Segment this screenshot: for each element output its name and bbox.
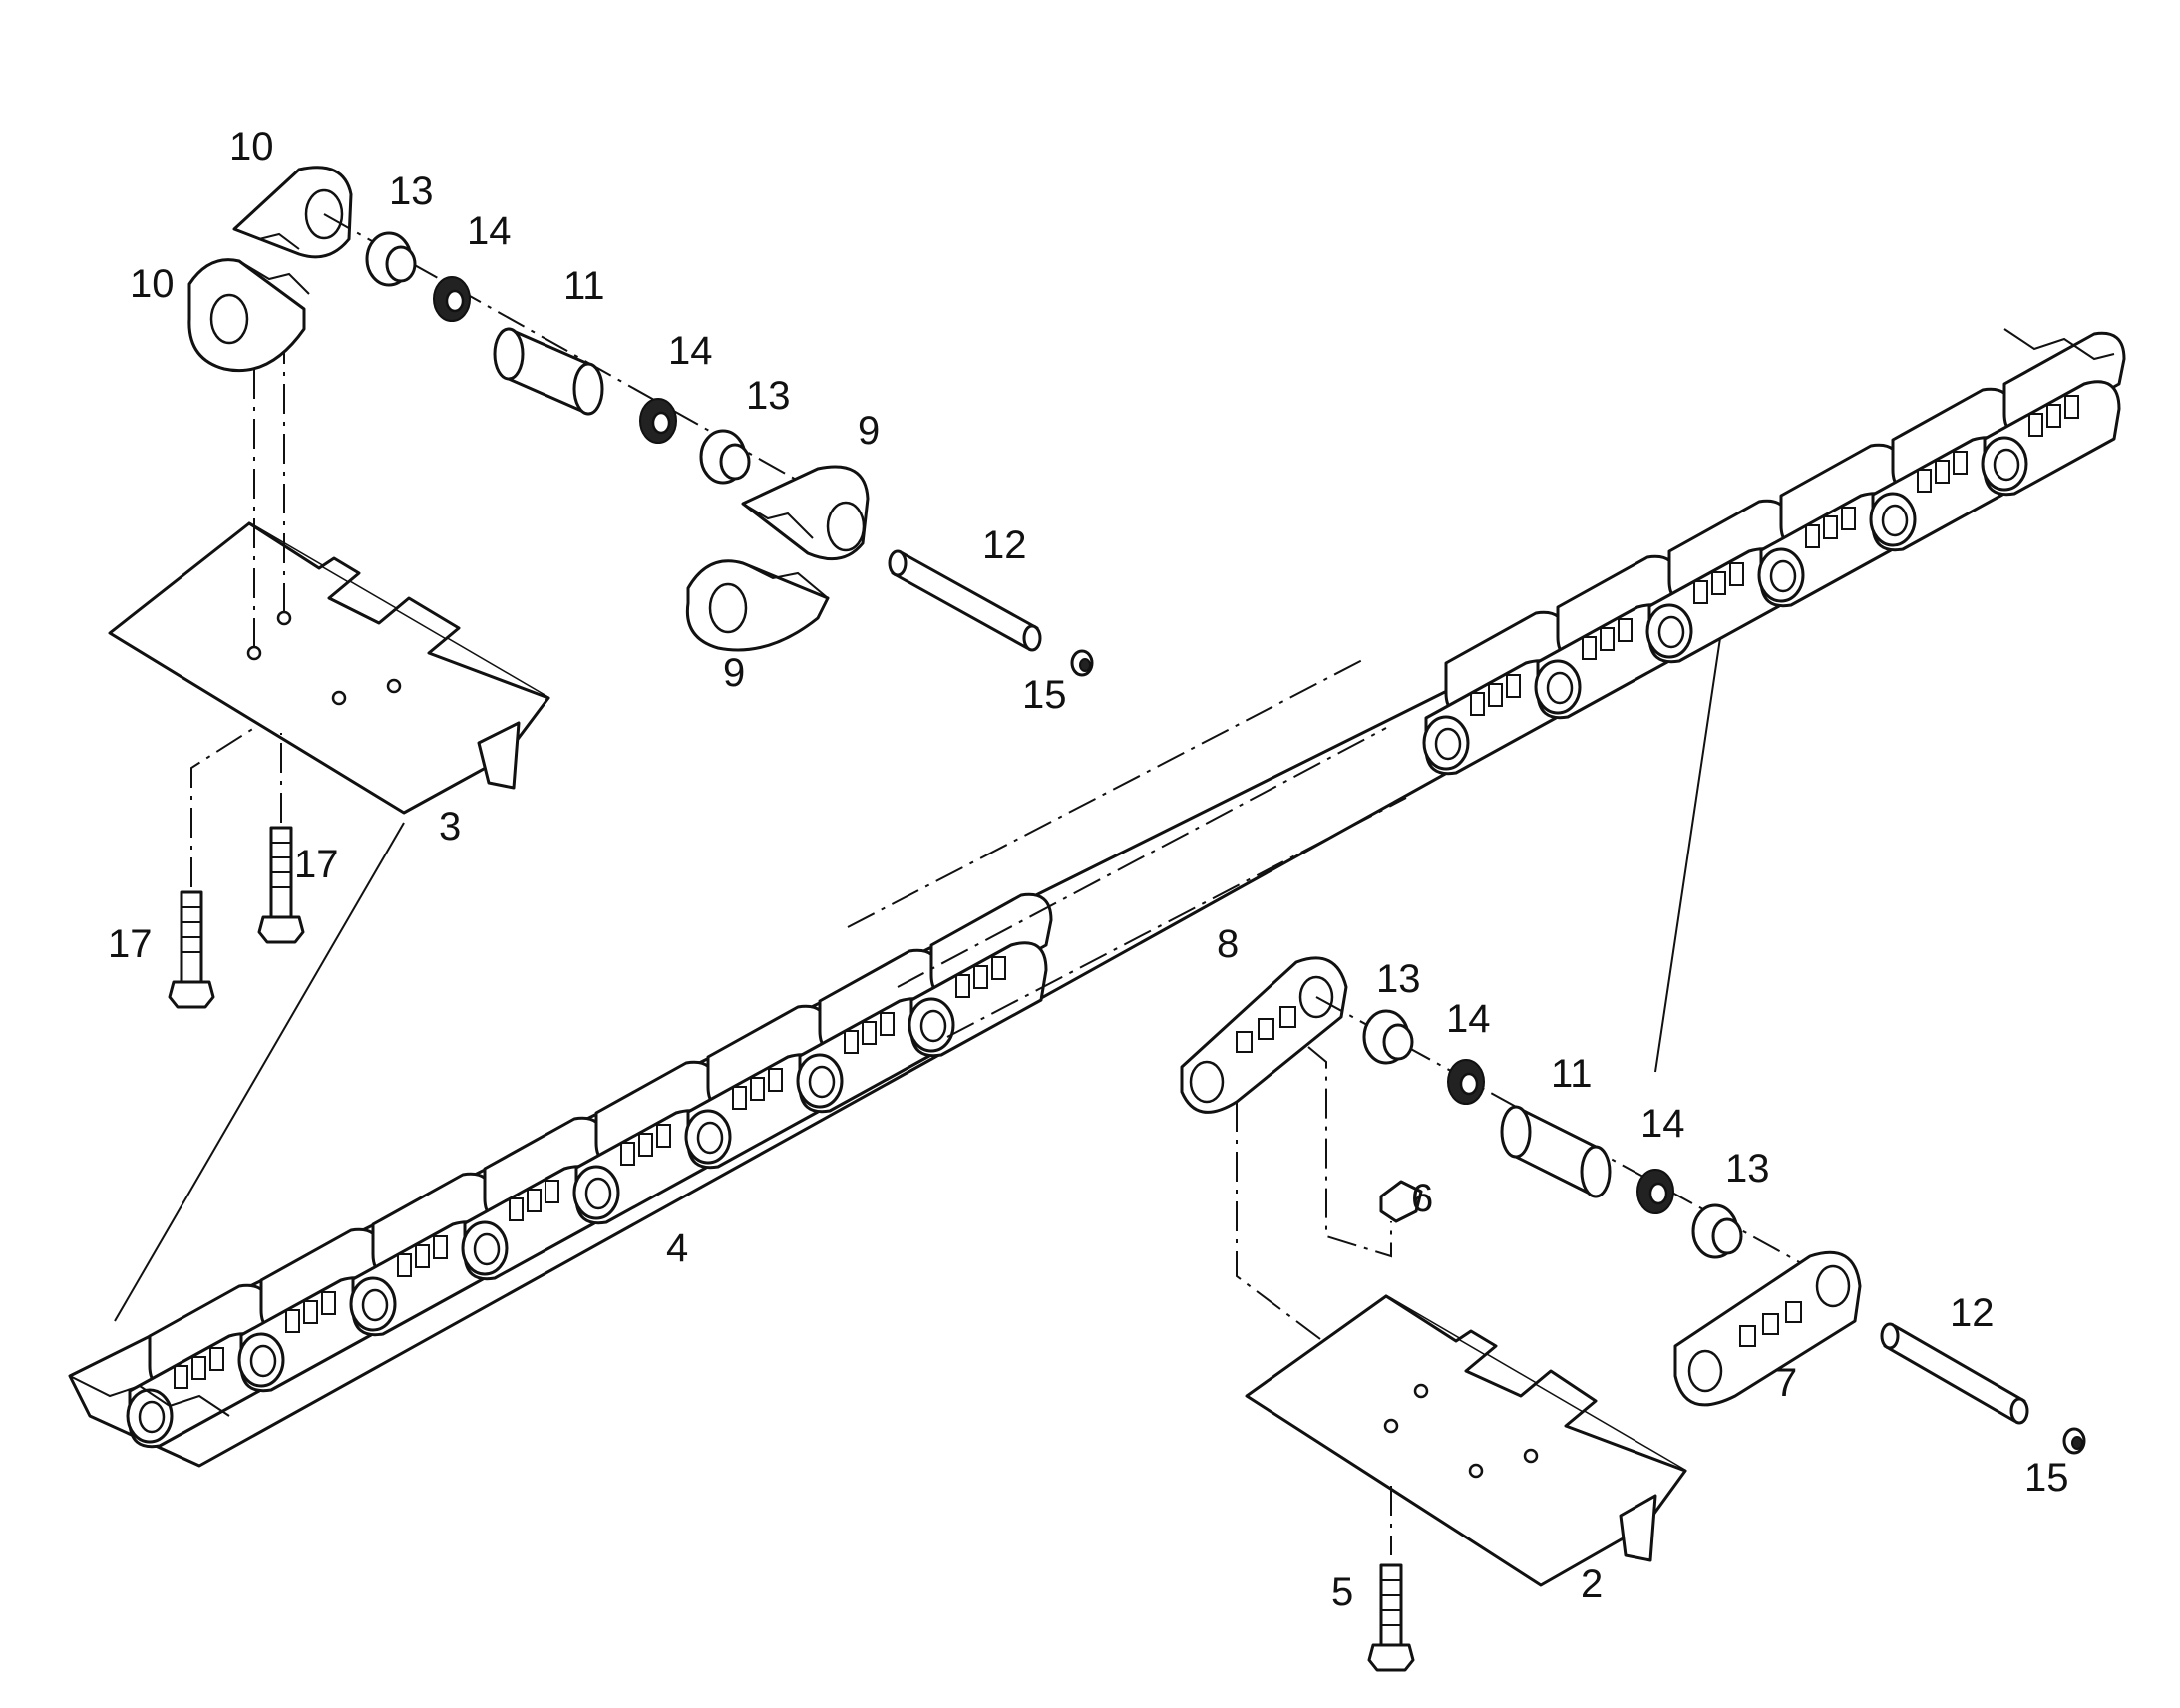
bolt-17-left — [168, 890, 215, 1009]
callout-8: 8 — [1217, 922, 1239, 966]
callout-11-a: 11 — [563, 264, 605, 308]
track-shoe-plate-top — [108, 521, 550, 815]
link-8 — [1180, 956, 1348, 1114]
bottom-bushing-stack — [1315, 996, 1826, 1277]
callout-12-a: 12 — [982, 523, 1027, 567]
chain-link — [908, 892, 1053, 1058]
callout-17-a: 17 — [294, 843, 339, 886]
chain-link — [1869, 387, 2014, 552]
callout-5: 5 — [1331, 1570, 1353, 1614]
callout-13-d: 13 — [1725, 1147, 1770, 1191]
bolt-5 — [1367, 1563, 1415, 1672]
top-bushing-stack — [323, 213, 849, 510]
callout-13-b: 13 — [746, 374, 791, 418]
chain-link — [1422, 610, 1568, 776]
callout-17-b: 17 — [108, 922, 153, 966]
track-shoe-plate-bottom — [1245, 1294, 1687, 1587]
nut-6 — [1379, 1180, 1423, 1223]
callout-14-b: 14 — [668, 329, 713, 373]
link-half-9-upper — [741, 465, 870, 561]
track-chain-assembly — [68, 328, 2126, 1468]
callout-14-d: 14 — [1640, 1102, 1685, 1146]
callout-3: 3 — [439, 805, 461, 849]
callout-11-b: 11 — [1551, 1052, 1593, 1096]
chain-link — [1757, 443, 1903, 608]
callout-9-b: 9 — [723, 651, 745, 695]
callout-14-c: 14 — [1446, 997, 1491, 1041]
callout-9-a: 9 — [858, 409, 880, 453]
link-7 — [1673, 1250, 1862, 1407]
callout-10-b: 10 — [130, 262, 175, 306]
link-half-10-upper — [232, 166, 353, 259]
callout-14-a: 14 — [467, 209, 512, 253]
callout-7: 7 — [1775, 1361, 1797, 1405]
track-chain-links — [126, 331, 2126, 1449]
callout-15-a: 15 — [1022, 673, 1067, 717]
callout-4: 4 — [666, 1226, 688, 1270]
pin-12-top — [888, 549, 1094, 677]
callout-13-a: 13 — [389, 170, 434, 213]
callout-6: 6 — [1411, 1177, 1433, 1220]
pin-12-bottom — [1880, 1322, 2086, 1455]
link-half-9-lower — [685, 559, 830, 652]
callout-10-a: 10 — [229, 125, 274, 169]
bolt-17-right — [257, 826, 305, 944]
chain-link — [684, 1004, 830, 1170]
link-half-10-lower — [187, 258, 310, 373]
callout-15-b: 15 — [2024, 1456, 2069, 1500]
callout-labels: 10 10 13 14 11 14 13 9 12 9 15 3 17 17 4… — [108, 125, 2069, 1614]
callout-2: 2 — [1581, 1562, 1603, 1606]
callout-12-b: 12 — [1950, 1291, 1995, 1335]
callout-13-c: 13 — [1376, 957, 1421, 1001]
